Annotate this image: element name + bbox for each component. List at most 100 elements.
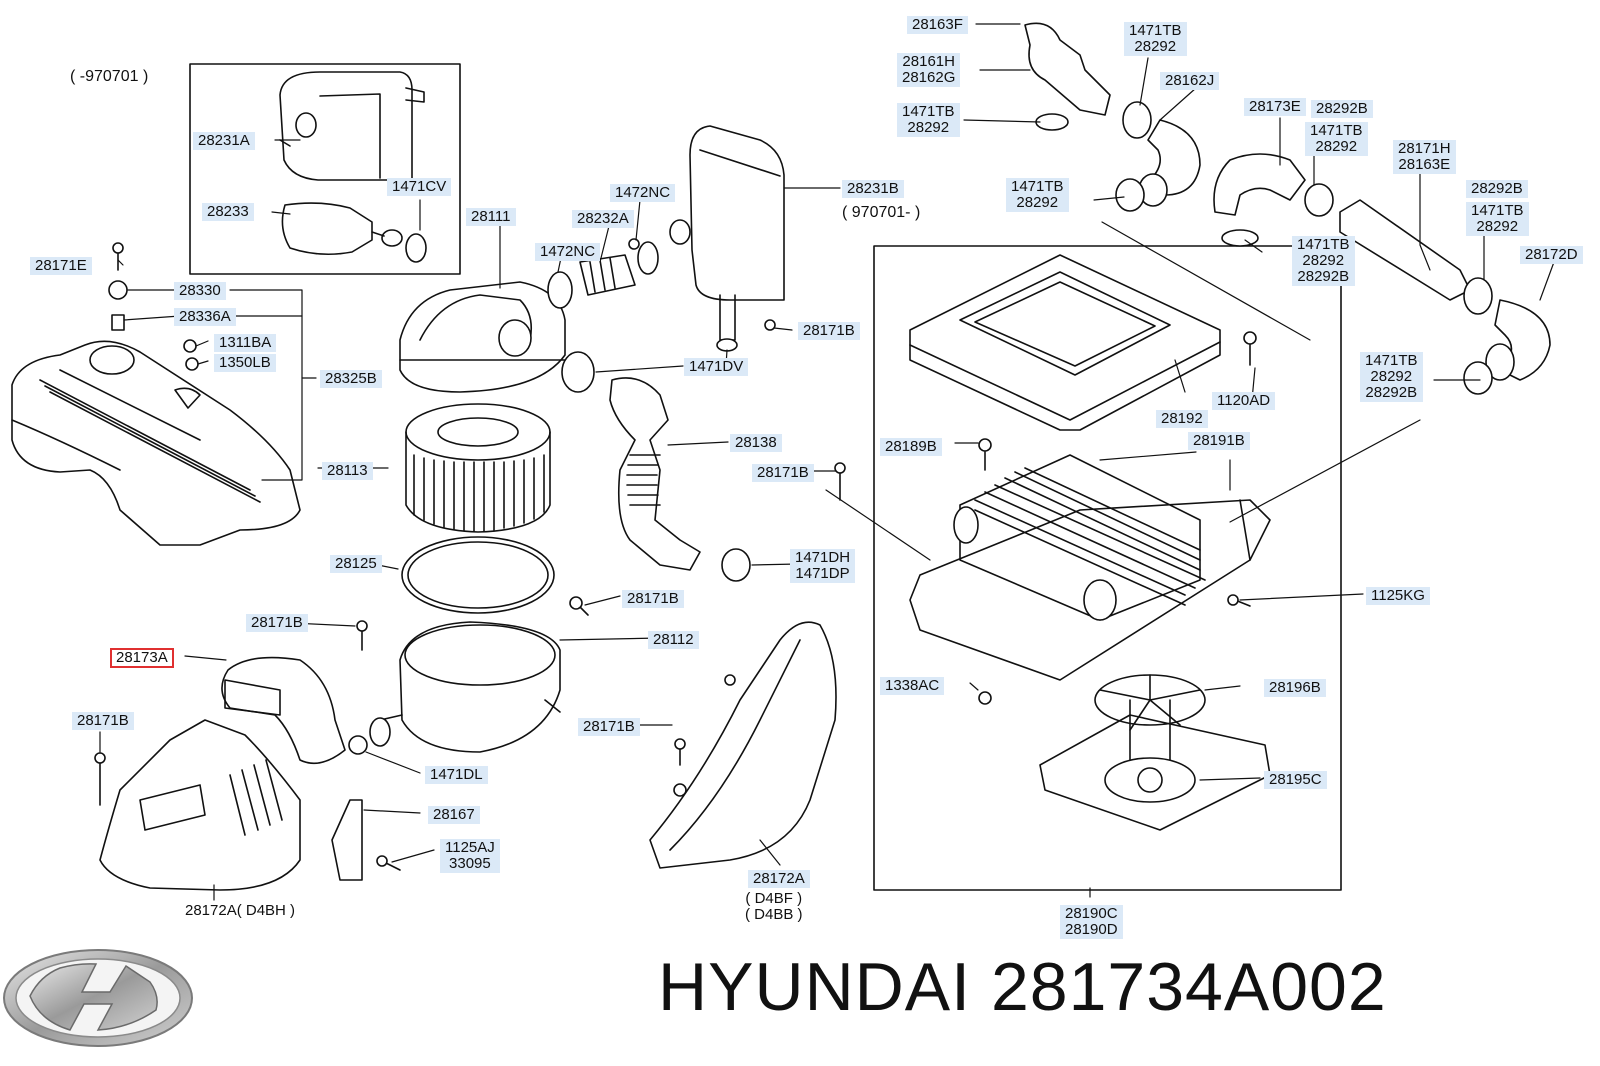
callout-line: 28195C [1269,771,1322,788]
bracket-shape [331,799,363,881]
callout-line: 28232A [577,210,629,227]
air-cleaner-lower-housing-shape [369,621,561,753]
callout-line: 1120AD [1217,392,1271,409]
callout-line: 28189B [885,438,937,455]
callout-line: 1471DL [430,766,483,783]
callout-line: 28161H [902,53,955,70]
callout-line: 1125KG [1371,587,1425,604]
turbo-hose-shapes [1024,22,1551,395]
callout: 28173E [1244,98,1306,116]
callout-line: 28172A( D4BH ) [185,902,296,919]
callout-line: 1472NC [615,184,671,201]
callout-line: 28162G [902,69,956,86]
callout-line: 28171B [627,590,679,607]
callout: 28112 [648,631,699,649]
callout-line: 28191B [1193,432,1245,449]
callout: 28191B [1188,432,1250,450]
brand-name: HYUNDAI [658,949,972,1025]
callout-line: 28190D [1065,921,1118,938]
intake-duct-shape [221,656,346,765]
callout-line: 28292 [1315,138,1358,155]
callout: 28111 [466,208,516,226]
tank-right-shape [669,125,785,352]
callout-line: 28173E [1249,98,1301,115]
intercooler-core-shape [909,454,1271,681]
callout-line: 1471TB [1471,202,1524,219]
callout-line: 28231A [198,132,250,149]
part-number: 281734A002 [990,949,1387,1025]
callout: 28163F [907,16,968,34]
callout-line: 28292 [1016,194,1059,211]
callout-highlighted: 28173A [110,648,174,668]
callout: 28171B [72,712,134,730]
callout: 28189B [880,438,942,456]
grommet-shape [108,280,128,300]
callout-line: 1471DP [795,565,850,582]
callout: 28125 [330,555,382,573]
callout-line: 28138 [735,434,777,451]
heat-shield-right-shape [649,621,837,869]
callout: 1472NC [535,243,601,261]
callout-line: 28162J [1165,72,1215,89]
gasket-shape [401,536,555,614]
callout-line: 1338AC [885,677,940,694]
callout-line: 1471TB [1129,22,1182,39]
callout-line: 28167 [433,806,475,823]
callout: 28172A( D4BH ) [180,902,300,920]
fan-shape [1094,674,1206,761]
callout: 28171E [30,257,92,275]
callout-line: 28171B [77,712,129,729]
callout: 1125KG [1366,587,1430,605]
callout-line: 28163F [912,16,963,33]
callout: 28113 [322,462,373,480]
callout-line: 1471DH [795,549,851,566]
callout-line: 28292B [1316,100,1368,117]
callout: 28171B [578,718,640,736]
callout-line: 1471TB [1297,236,1350,253]
callout: 28292B [1466,180,1528,198]
callout-line: 1471TB [902,103,955,120]
heat-shield-left-shape [99,719,301,891]
callout-line: ( D4BB ) [745,906,803,923]
callout-line: 1350LB [219,354,271,371]
callout: 1471CV [387,178,452,196]
callout-line: 28190C [1065,905,1118,922]
callout: 1338AC [880,677,945,695]
callout-line: 1125AJ [445,839,495,856]
callout: 28171B [246,614,308,632]
callout-line: 28292B [1471,180,1523,197]
callout-line: 28292 [1476,218,1519,235]
intake-hose-shape [609,377,701,571]
callout: 28195C [1264,771,1327,789]
callout-line: 28292 [907,119,950,136]
callout-line: 28292 [1134,38,1177,55]
inset-hose-shape [281,202,427,263]
air-filter-element-shape [405,403,551,533]
intercooler-cover-shape [909,254,1221,431]
callout: 1472NC [610,184,676,202]
callout-line: 1471CV [392,178,447,195]
callout: 28231A [193,132,255,150]
callout: 28330 [174,282,226,300]
callout: 28196B [1264,679,1326,697]
callout-line: 28231B [847,180,899,197]
callout: 28162J [1160,72,1220,90]
callout: 28172D [1520,246,1583,264]
small-tank-shape [279,71,425,181]
callout-line: 28112 [653,631,694,648]
callout: 28167 [428,806,480,824]
callout: 28336A [174,308,236,326]
version-note-before: ( -970701 ) [70,68,149,85]
callout-line: 28171B [251,614,303,631]
callout-line: 28192 [1161,410,1203,427]
callout: 1311BA [214,334,277,352]
